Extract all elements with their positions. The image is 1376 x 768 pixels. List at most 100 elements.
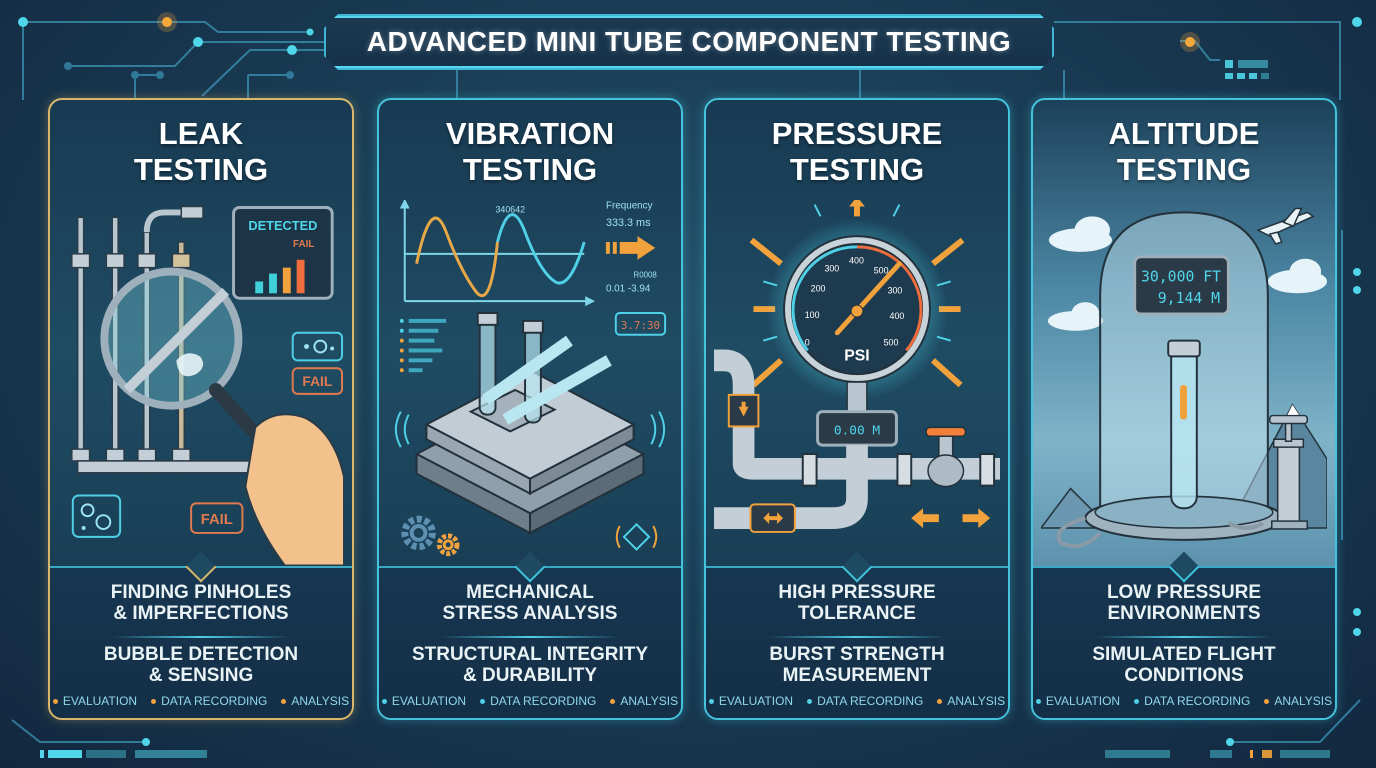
subtitle-secondary-line1: BURST STRENGTH bbox=[769, 644, 945, 665]
readout-values: 0.01 -3.94 bbox=[606, 283, 651, 294]
leak-illustration: DETECTED FAIL bbox=[58, 200, 345, 570]
gauge-tick: 200 bbox=[811, 283, 826, 293]
fail-callout-2-label: FAIL bbox=[201, 512, 233, 528]
panel-title-line2: TESTING bbox=[133, 152, 269, 187]
timer-display bbox=[614, 312, 667, 336]
tag-label: DATA RECORDING bbox=[161, 694, 268, 708]
test-tube-icon bbox=[1167, 339, 1201, 510]
tag-data-recording: DATA RECORDING bbox=[480, 694, 596, 708]
gauge-tick: 500 bbox=[874, 266, 889, 276]
panel-leak-testing: LEAK TESTING bbox=[48, 98, 354, 720]
subtitle-primary: MECHANICAL STRESS ANALYSIS bbox=[379, 582, 681, 624]
panel-title: PRESSURE TESTING bbox=[706, 116, 1008, 188]
panel-title-line2: TESTING bbox=[1116, 152, 1252, 187]
readout-code: R0008 bbox=[634, 271, 658, 280]
frequency-value: 333.3 ms bbox=[606, 217, 651, 229]
bullet-icon bbox=[937, 698, 943, 704]
monitor-icon: DETECTED FAIL bbox=[232, 206, 334, 300]
data-list-icon bbox=[399, 318, 447, 373]
panel-title: ALTITUDE TESTING bbox=[1033, 116, 1335, 188]
fail-callout-2 bbox=[190, 502, 244, 534]
panel-description: LOW PRESSURE ENVIRONMENTS SIMULATED FLIG… bbox=[1033, 551, 1335, 718]
subtitle-secondary-line2: & SENSING bbox=[148, 665, 254, 686]
altitude-m-value: 9,144 M bbox=[1158, 290, 1220, 307]
tag-analysis: ANALYSIS bbox=[610, 694, 678, 708]
subtitle-secondary: STRUCTURAL INTEGRITY & DURABILITY bbox=[379, 644, 681, 686]
gauge-tick: 300 bbox=[824, 264, 839, 274]
tag-list: EVALUATION DATA RECORDING ANALYSIS bbox=[706, 694, 1008, 708]
tag-data-recording: DATA RECORDING bbox=[151, 694, 267, 708]
panel-pressure-testing: PRESSURE TESTING bbox=[704, 98, 1010, 720]
tag-analysis: ANALYSIS bbox=[1264, 694, 1332, 708]
tag-evaluation: EVALUATION bbox=[52, 694, 137, 708]
tag-analysis: ANALYSIS bbox=[937, 694, 1005, 708]
tag-label: ANALYSIS bbox=[291, 694, 350, 708]
panel-title: VIBRATION TESTING bbox=[379, 116, 681, 188]
subtitle-secondary-line1: STRUCTURAL INTEGRITY bbox=[411, 644, 649, 665]
divider bbox=[112, 636, 290, 638]
tag-label: EVALUATION bbox=[1045, 694, 1121, 708]
altitude-illustration: 30,000 FT 9,144 M bbox=[1039, 200, 1328, 570]
monitor-fail-label: FAIL bbox=[293, 239, 314, 250]
altitude-ft-value: 30,000 FT bbox=[1141, 268, 1221, 285]
bubbles-icon bbox=[291, 331, 344, 362]
tag-label: EVALUATION bbox=[391, 694, 467, 708]
pressure-illustration: 0 100 200 300 400 500 300 400 500 PSI 0.… bbox=[714, 196, 1000, 570]
wave-label: 340642 bbox=[495, 204, 525, 214]
divider bbox=[768, 636, 946, 638]
panel-title-line2: TESTING bbox=[462, 152, 598, 187]
pressure-gauge-icon: 0 100 200 300 400 500 300 400 500 PSI bbox=[783, 235, 931, 384]
bubbles-icon bbox=[71, 494, 122, 538]
tag-evaluation: EVALUATION bbox=[381, 694, 467, 708]
bullet-icon bbox=[807, 698, 813, 704]
subtitle-secondary-line2: & DURABILITY bbox=[462, 665, 598, 686]
panel-title: LEAK TESTING bbox=[50, 116, 352, 188]
subtitle-secondary-line1: BUBBLE DETECTION bbox=[103, 644, 299, 665]
bullet-icon bbox=[1264, 698, 1270, 704]
subtitle-primary-line1: MECHANICAL bbox=[466, 582, 594, 603]
panel-altitude-testing: ALTITUDE TESTING bbox=[1031, 98, 1337, 720]
panel-title-line2: TESTING bbox=[789, 152, 925, 187]
tag-list: EVALUATION DATA RECORDING ANALYSIS bbox=[50, 694, 352, 708]
fail-callout-1-label: FAIL bbox=[302, 374, 332, 389]
bar-chart-icon bbox=[255, 259, 305, 294]
gauge-needle bbox=[834, 261, 902, 336]
vibration-sensor-icon bbox=[615, 522, 658, 551]
subtitle-primary-line2: ENVIRONMENTS bbox=[1107, 603, 1261, 624]
test-tubes-icon bbox=[476, 312, 612, 425]
tag-data-recording: DATA RECORDING bbox=[807, 694, 923, 708]
tag-label: DATA RECORDING bbox=[1144, 694, 1251, 708]
altitude-display bbox=[1133, 255, 1230, 316]
tag-label: ANALYSIS bbox=[620, 694, 679, 708]
bullet-icon bbox=[1134, 698, 1140, 704]
arrow-right-icon bbox=[605, 236, 656, 260]
shaker-table-icon bbox=[414, 369, 646, 535]
tag-list: EVALUATION DATA RECORDING ANALYSIS bbox=[379, 694, 681, 708]
tag-label: DATA RECORDING bbox=[817, 694, 924, 708]
subtitle-primary-line1: HIGH PRESSURE bbox=[778, 582, 936, 603]
bullet-icon bbox=[708, 698, 714, 704]
subtitle-secondary: SIMULATED FLIGHT CONDITIONS bbox=[1033, 644, 1335, 686]
subtitle-primary-line1: LOW PRESSURE bbox=[1106, 582, 1262, 603]
panel-description: HIGH PRESSURE TOLERANCE BURST STRENGTH M… bbox=[706, 551, 1008, 718]
tag-label: DATA RECORDING bbox=[490, 694, 597, 708]
bullet-icon bbox=[381, 698, 387, 704]
panel-description: FINDING PINHOLES & IMPERFECTIONS BUBBLE … bbox=[50, 551, 352, 718]
fail-callout-1 bbox=[291, 367, 344, 395]
panel-title-line1: ALTITUDE bbox=[1108, 116, 1260, 151]
subtitle-primary-line2: TOLERANCE bbox=[798, 603, 916, 624]
subtitle-primary: HIGH PRESSURE TOLERANCE bbox=[706, 582, 1008, 624]
tag-evaluation: EVALUATION bbox=[1035, 694, 1121, 708]
cloud-icon bbox=[1047, 216, 1327, 331]
subtitle-primary: LOW PRESSURE ENVIRONMENTS bbox=[1033, 582, 1335, 624]
hand-icon bbox=[244, 413, 345, 567]
digital-readout-value: 0.00 M bbox=[834, 423, 881, 438]
gauge-unit: PSI bbox=[844, 347, 869, 364]
bullet-icon bbox=[480, 698, 486, 704]
timer-value: 3.7:30 bbox=[621, 319, 660, 332]
double-arrow-icon bbox=[738, 401, 991, 528]
bullet-icon bbox=[52, 698, 58, 704]
subtitle-secondary: BUBBLE DETECTION & SENSING bbox=[50, 644, 352, 686]
panel-vibration-testing: VIBRATION TESTING 340642 Frequency 333.3… bbox=[377, 98, 683, 720]
gauge-tick: 400 bbox=[890, 311, 905, 321]
